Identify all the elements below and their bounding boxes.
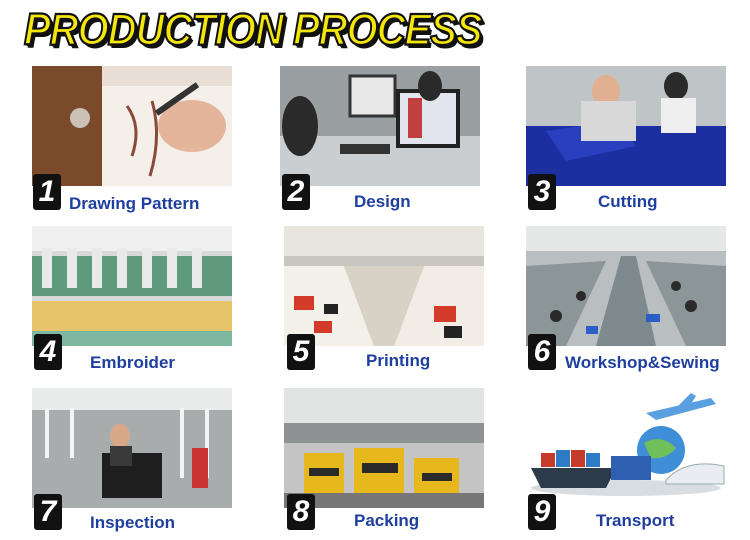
page-title: PRODUCTION PROCESS <box>23 4 484 56</box>
step-badge-2: 2 <box>282 174 310 210</box>
step-label-drawing-pattern: Drawing Pattern <box>69 194 200 213</box>
step-badge-9: 9 <box>528 494 556 530</box>
photo-embroider <box>32 226 232 346</box>
step-label-transport: Transport <box>596 511 675 530</box>
photo-inspection <box>32 388 232 508</box>
photo-design <box>280 66 480 186</box>
step-label-workshop-sewing: Workshop&Sewing <box>565 353 720 372</box>
step-badge-4: 4 <box>34 334 62 370</box>
step-badge-1: 1 <box>33 174 61 210</box>
photo-transport <box>526 388 726 508</box>
step-badge-8: 8 <box>287 494 315 530</box>
step-badge-6: 6 <box>528 334 556 370</box>
photo-workshop-sewing <box>526 226 726 346</box>
photo-drawing-pattern <box>32 66 232 186</box>
step-label-design: Design <box>354 192 411 211</box>
step-label-packing: Packing <box>354 511 420 530</box>
step-label-embroider: Embroider <box>90 353 176 372</box>
photo-cutting <box>526 66 726 186</box>
step-badge-3: 3 <box>528 174 556 210</box>
step-label-inspection: Inspection <box>90 513 176 532</box>
step-badge-5: 5 <box>287 334 315 370</box>
step-badge-7: 7 <box>34 494 62 530</box>
step-label-printing: Printing <box>366 351 431 370</box>
step-label-cutting: Cutting <box>598 192 658 211</box>
photo-printing <box>284 226 484 346</box>
photo-packing <box>284 388 484 508</box>
